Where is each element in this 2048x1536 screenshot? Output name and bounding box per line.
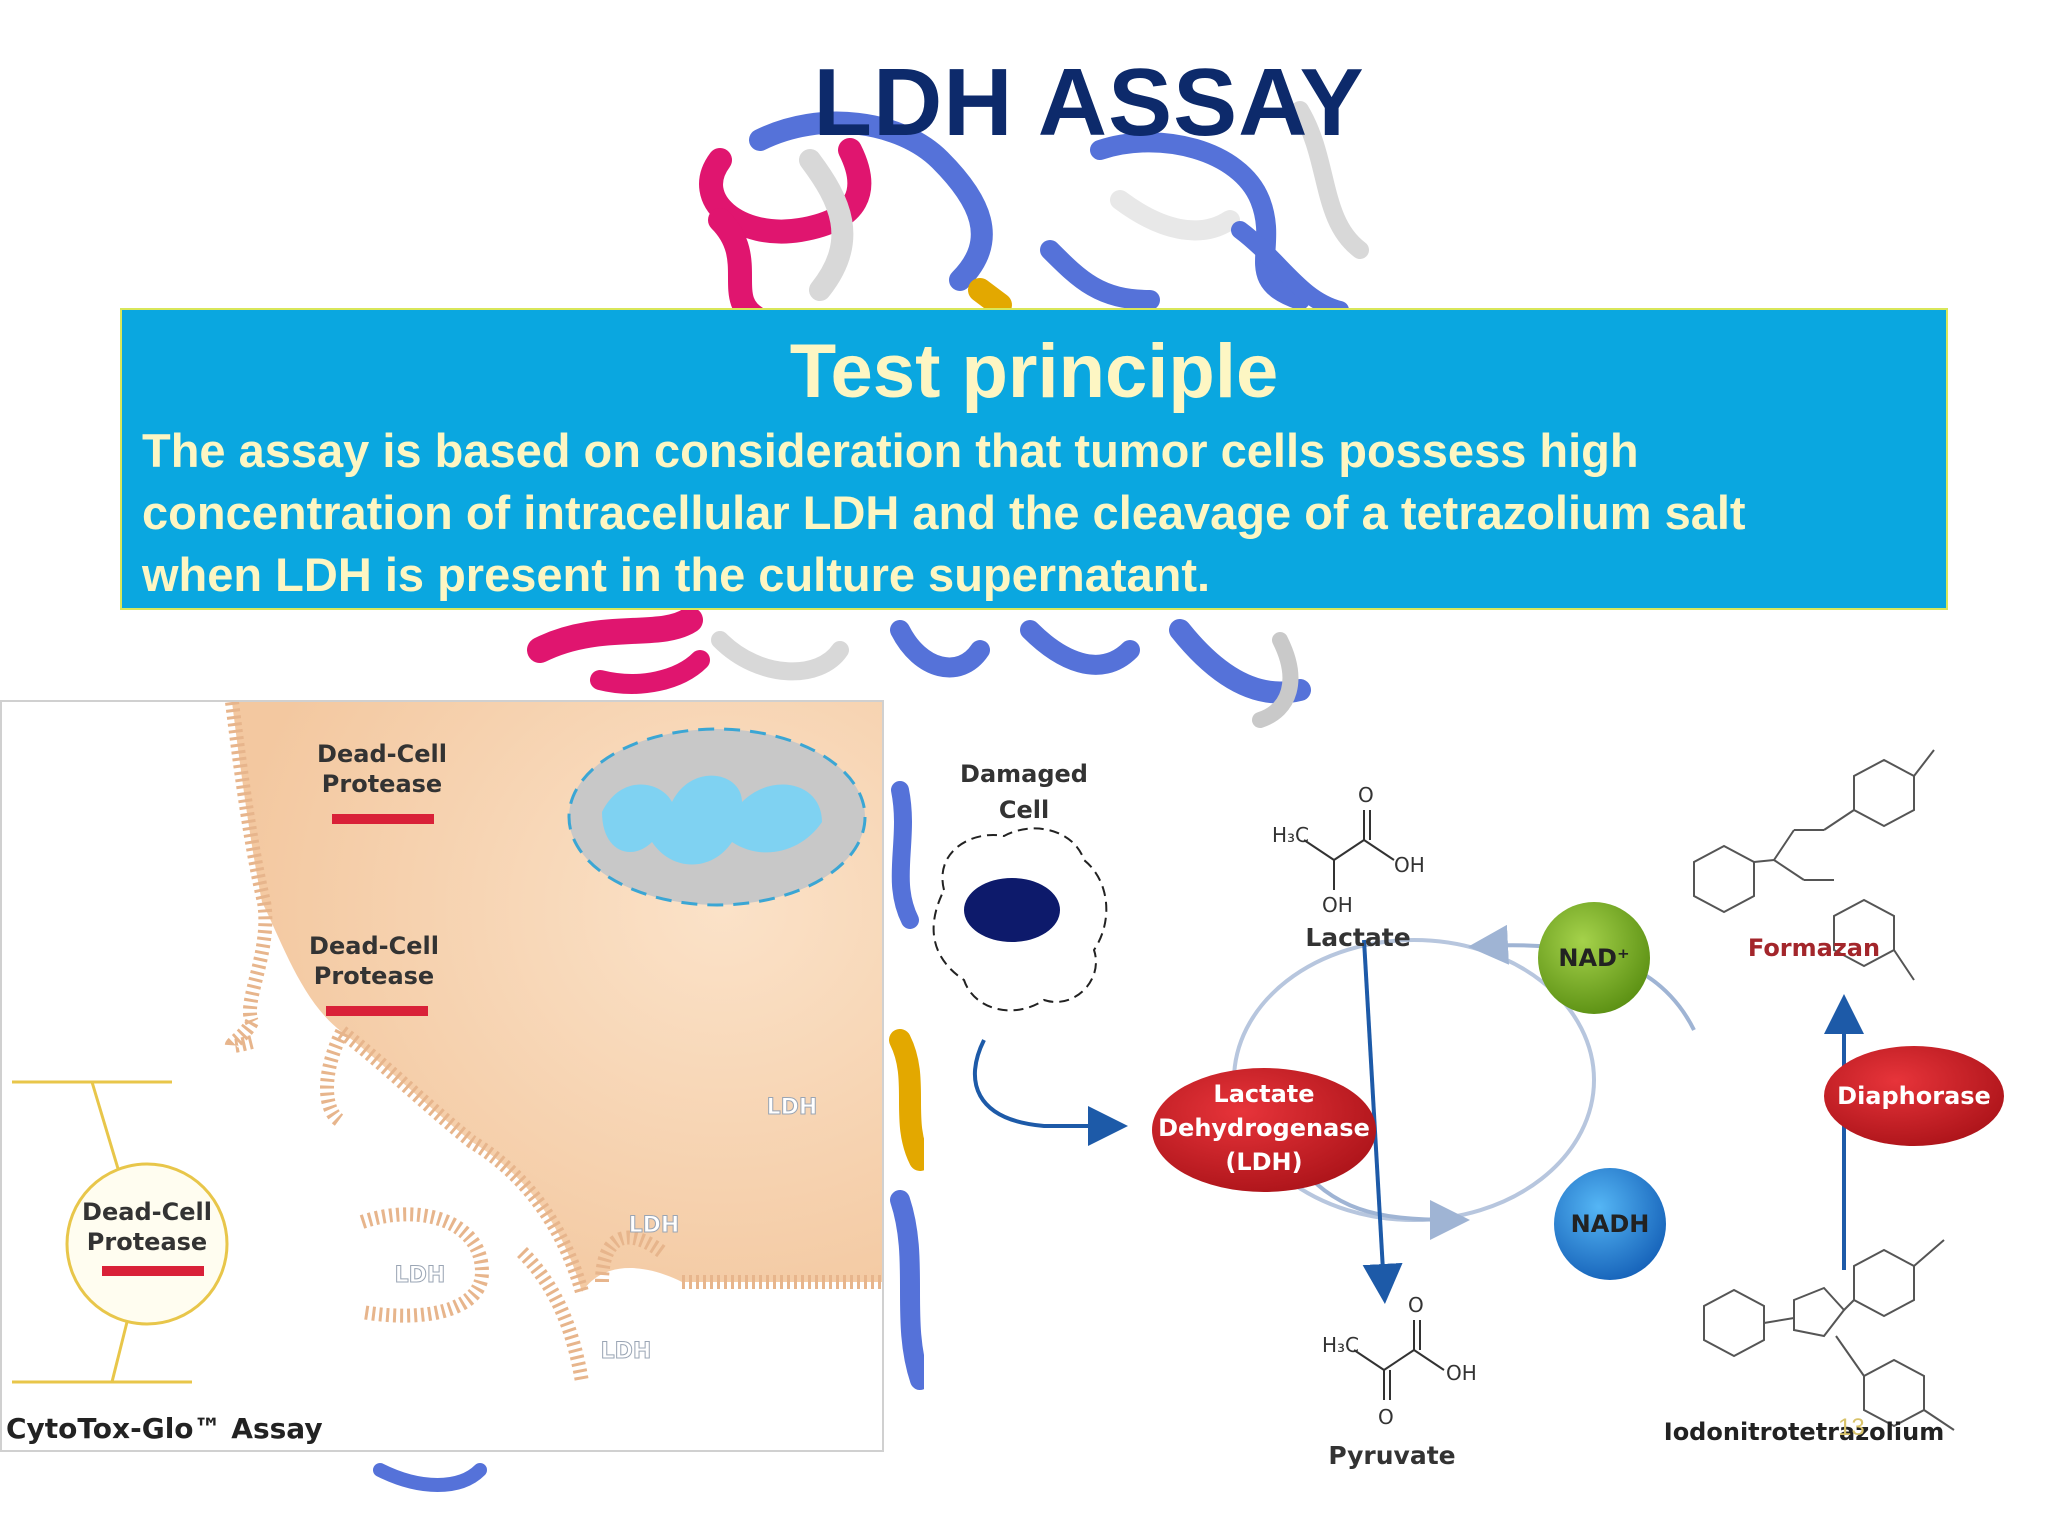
lactate-structure [1303,810,1395,890]
int-structure [1703,1239,1955,1431]
chem-o: O [1358,783,1374,807]
ldh-tag: LDH [395,1263,446,1288]
pyruvate-structure [1353,1320,1445,1400]
protease-bar-2 [326,1006,428,1016]
int-label: Iodonitrotetrazolium [1664,1418,1944,1446]
protease-bar-3 [102,1266,204,1276]
principle-heading: Test principle [789,329,1279,414]
cytotox-glo-diagram: Dead-Cell Protease Dead-Cell Protease LD… [0,700,884,1452]
chem-o: O [1378,1405,1394,1429]
chem-h3c: H₃C [1272,823,1309,847]
protease-label-3-line: Dead-Cell [82,1198,212,1226]
nadh-label: NADH [1571,1210,1650,1238]
protease-label-2: Dead-Cell Protease [309,932,439,1016]
assay-name: CytoTox-Glo™ Assay [6,1412,323,1445]
ldh-enzyme-oval [1152,1068,1376,1192]
protease-label-1-line: Dead-Cell [317,740,447,768]
protease-label-2-line: Dead-Cell [309,932,439,960]
nad-circle [1538,902,1650,1014]
protease-label-3-line: Protease [87,1228,207,1256]
chem-oh: OH [1446,1361,1477,1385]
page-number: 13 [1838,1414,1865,1441]
chem-o: O [1408,1293,1424,1317]
slide-title: LDH ASSAY [813,49,1365,156]
chem-h3c: H₃C [1322,1333,1359,1357]
ldh-enzyme-label: (LDH) [1225,1148,1302,1176]
principle-line: when LDH is present in the culture super… [142,548,1211,601]
chem-oh: OH [1322,893,1353,917]
ldh-enzyme-label: Lactate [1213,1080,1314,1108]
reaction-cycle: Damaged Cell H₃C O OH OH Lactate [932,749,2004,1470]
ldh-tag: LDH [767,1095,818,1120]
formazan-label: Formazan [1748,934,1880,962]
principle-line: concentration of intracellular LDH and t… [142,486,1746,539]
ldh-enzyme-label: Dehydrogenase [1158,1114,1370,1142]
diaphorase-oval [1824,1046,2004,1146]
cell-nucleus [964,878,1060,942]
pyruvate-label: Pyruvate [1328,1441,1455,1470]
formazan-structure [1693,749,1935,981]
principle-line: The assay is based on consideration that… [142,424,1639,477]
principle-text: The assay is based on consideration that… [142,420,1926,606]
cell-membrane-illustration: Dead-Cell Protease Dead-Cell Protease LD… [6,702,882,1445]
assay-reagent-group: Dead-Cell Protease [12,1080,229,1384]
lactate-label: Lactate [1305,923,1410,952]
diaphorase-label: Diaphorase [1837,1082,1991,1110]
nadh-circle [1554,1168,1666,1280]
protease-bar-1 [332,814,434,824]
test-principle-box: Test principle The assay is based on con… [120,308,1948,610]
chem-oh: OH [1394,853,1425,877]
ldh-tag: LDH [629,1213,680,1238]
nad-label: NAD⁺ [1558,944,1629,972]
protease-label-2-line: Protease [314,962,434,990]
ldh-tag: LDH [601,1339,652,1364]
damaged-cell-label: Cell [999,796,1049,824]
protease-label-1: Dead-Cell Protease [317,740,447,824]
protease-label-1-line: Protease [322,770,442,798]
damaged-cell-label: Damaged [960,760,1088,788]
ldh-reaction-diagram: Damaged Cell H₃C O OH OH Lactate [924,740,2004,1470]
